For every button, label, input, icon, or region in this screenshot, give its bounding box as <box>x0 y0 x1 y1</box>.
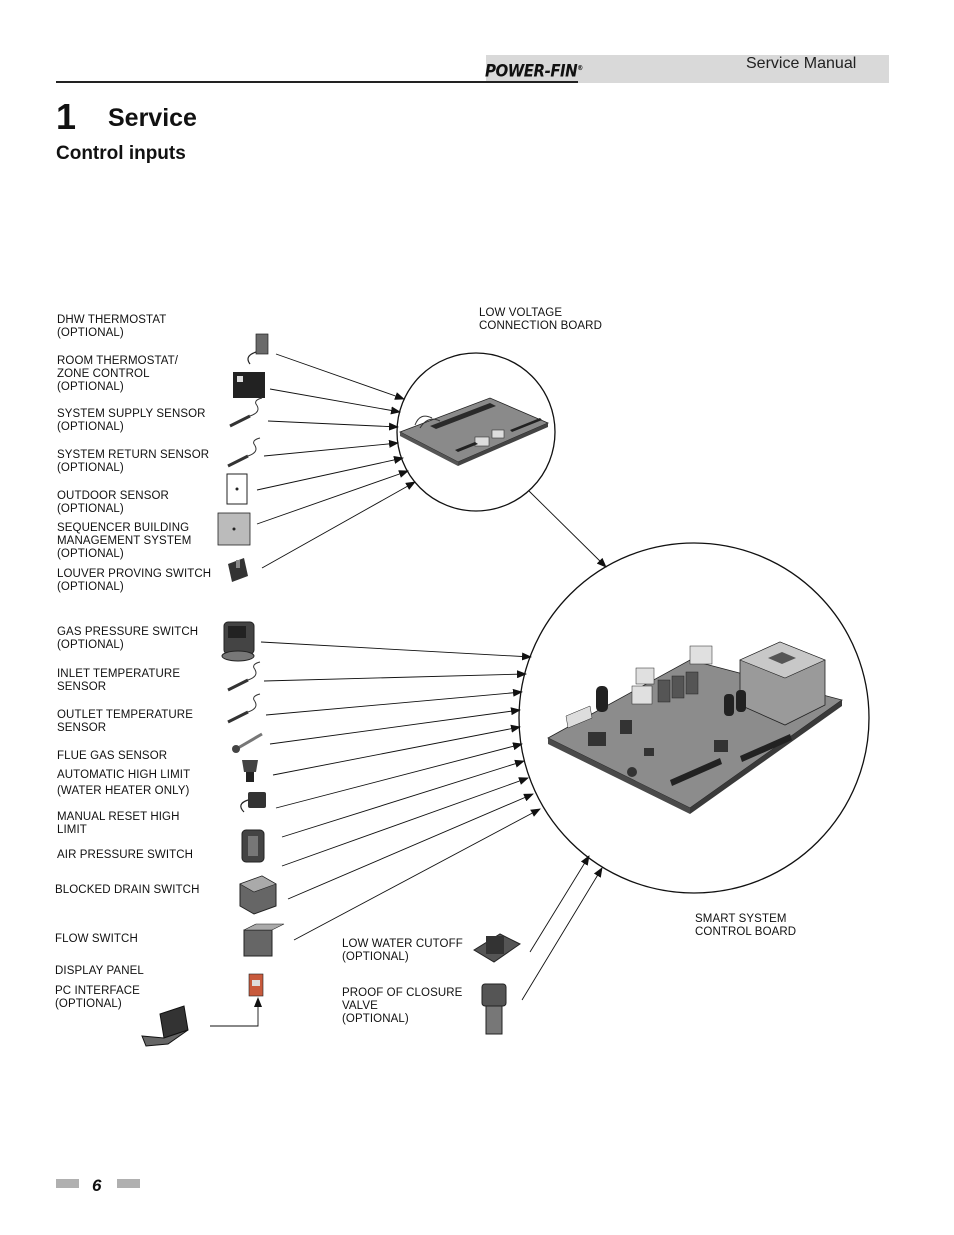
input-label-auto-high-limit: AUTOMATIC HIGH LIMIT <box>57 769 191 781</box>
smart-system-board-label: SMART SYSTEM CONTROL BOARD <box>695 913 797 938</box>
input-label-low-water-cutoff: LOW WATER CUTOFF (OPTIONAL) <box>342 938 463 963</box>
automatic-high-limit-icon <box>242 760 258 782</box>
dhw-thermostat-icon <box>247 333 269 365</box>
louver-switch-icon <box>228 558 248 582</box>
smart-system-board-icon <box>547 641 843 814</box>
input-label-outlet-temp: OUTLET TEMPERATURE SENSOR <box>57 709 193 734</box>
chapter-number: 1 <box>56 96 77 137</box>
low-voltage-board-icon <box>399 397 550 466</box>
brand-logo: POWER-FIN® <box>485 61 583 81</box>
input-label-sequencer: SEQUENCER BUILDING MANAGEMENT SYSTEM (OP… <box>57 522 192 560</box>
smart-system-board-circle <box>518 542 870 894</box>
input-label-air-pressure: AIR PRESSURE SWITCH <box>57 849 194 861</box>
brand-logo-text: POWER-FIN <box>485 61 578 81</box>
input-label-system-return: SYSTEM RETURN SENSOR (OPTIONAL) <box>57 449 210 474</box>
chapter-title: Service <box>108 104 197 132</box>
input-label-inlet-temp: INLET TEMPERATURE SENSOR <box>57 668 181 693</box>
system-return-sensor-icon <box>227 437 261 468</box>
laptop-icon <box>141 1005 189 1047</box>
footer-bar-left <box>56 1179 79 1188</box>
input-label-gas-pressure: GAS PRESSURE SWITCH (OPTIONAL) <box>57 626 199 651</box>
manual-title: Service Manual <box>746 55 857 72</box>
input-label-proof-of-closure: PROOF OF CLOSURE VALVE (OPTIONAL) <box>342 987 463 1025</box>
outdoor-sensor-icon <box>226 473 248 505</box>
manual-reset-high-limit-icon <box>240 792 266 813</box>
input-label-flue-gas: FLUE GAS SENSOR <box>57 750 168 762</box>
low-water-cutoff-icon <box>473 933 521 963</box>
input-label-pc-interface: PC INTERFACE (OPTIONAL) <box>55 985 140 1010</box>
gas-pressure-switch-icon <box>221 621 255 662</box>
input-label-water-heater-only: (WATER HEATER ONLY) <box>57 785 190 797</box>
registered-mark-icon: ® <box>577 64 583 73</box>
room-thermostat-icon <box>233 372 265 398</box>
low-voltage-board-label: LOW VOLTAGE CONNECTION BOARD <box>479 307 602 332</box>
connection-arrows <box>210 353 607 1027</box>
display-panel-icon <box>248 973 264 997</box>
header-band <box>486 55 889 83</box>
input-label-display-panel: DISPLAY PANEL <box>55 965 144 977</box>
outlet-temperature-sensor-icon <box>227 693 261 724</box>
page-number: 6 <box>92 1176 102 1195</box>
sequencer-icon <box>217 512 251 546</box>
section-title: Control inputs <box>56 143 186 164</box>
blocked-drain-switch-icon <box>239 875 277 915</box>
input-label-system-supply: SYSTEM SUPPLY SENSOR (OPTIONAL) <box>57 408 206 433</box>
air-pressure-switch-icon <box>241 829 265 863</box>
system-supply-sensor-icon <box>229 397 263 428</box>
input-label-flow-switch: FLOW SWITCH <box>55 933 138 945</box>
flow-switch-icon <box>243 923 285 957</box>
input-label-manual-reset: MANUAL RESET HIGH LIMIT <box>57 811 180 836</box>
inlet-temperature-sensor-icon <box>227 661 261 692</box>
proof-of-closure-valve-icon <box>481 983 507 1035</box>
input-label-blocked-drain: BLOCKED DRAIN SWITCH <box>55 884 200 896</box>
input-label-outdoor: OUTDOOR SENSOR (OPTIONAL) <box>57 490 169 515</box>
footer-bar-right <box>117 1179 140 1188</box>
input-label-room-thermostat: ROOM THERMOSTAT/ ZONE CONTROL (OPTIONAL) <box>57 355 179 393</box>
header-rule <box>56 81 578 83</box>
flue-gas-sensor-icon <box>232 732 263 753</box>
low-voltage-board-circle <box>396 352 556 512</box>
input-label-dhw: DHW THERMOSTAT (OPTIONAL) <box>57 314 167 339</box>
input-label-louver: LOUVER PROVING SWITCH (OPTIONAL) <box>57 568 212 593</box>
